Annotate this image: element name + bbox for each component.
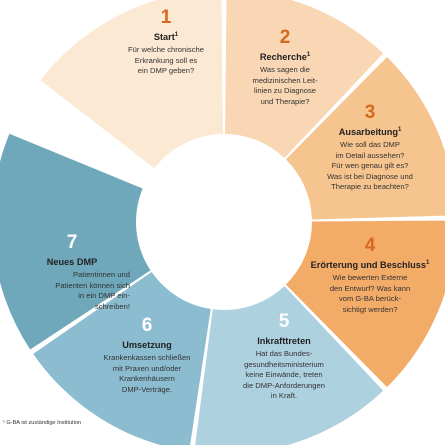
step-title: Ausarbeitung1: [338, 126, 402, 137]
step-7: 7 Neues DMP Patientinnen und Patienten k…: [8, 233, 136, 312]
step-title: Inkrafttreten: [257, 336, 311, 346]
segment-inkrafttreten: [195, 285, 384, 445]
step-title: Start1: [153, 31, 179, 42]
step-title: Recherche1: [259, 51, 311, 62]
step-title: Neues DMP: [46, 257, 98, 267]
segment-umsetzung: [33, 272, 211, 445]
step-description: Wie bewerten Externe den Entwurf? Was ka…: [329, 273, 411, 314]
segment-ausarbeitung: [285, 56, 445, 220]
step-4: 4 Erörterung und Beschluss1 Wie bewerten…: [297, 236, 443, 315]
segment-recherche: [224, 0, 384, 159]
step-description: Für welche chronische Erkrankung soll es…: [128, 45, 204, 76]
step-2: 2 Recherche1 Was sagen die medizinischen…: [227, 28, 343, 107]
footnote: ¹ G-BA ist zuständige Institution: [3, 420, 82, 426]
step-3: 3 Ausarbeitung1 Wie soll das DMP im Deta…: [304, 103, 436, 193]
step-description: Wie soll das DMP im Detail aussehen? Für…: [327, 140, 413, 192]
step-title: Erörterung und Beschluss1: [310, 259, 430, 270]
segment-neues-dmp: [0, 133, 151, 350]
step-5: 5 Inkrafttreten Hat das Bundes- gesundhe…: [225, 312, 343, 402]
step-number: 5: [278, 311, 290, 332]
segment-eroerterung: [285, 220, 445, 388]
step-description: Hat das Bundes- gesundheitsministerium k…: [243, 349, 325, 401]
step-title: Umsetzung: [122, 340, 172, 350]
step-1: 1 Start1 Für welche chronische Erkrankun…: [108, 8, 224, 77]
segment-start: [40, 0, 224, 169]
step-number: 3: [364, 102, 376, 123]
step-number: 6: [141, 315, 153, 336]
step-description: Was sagen die medizinischen Leit- linien…: [252, 65, 318, 106]
step-number: 4: [364, 235, 376, 256]
step-number: 1: [160, 7, 172, 28]
step-number: 7: [66, 232, 78, 253]
step-description: Patientinnen und Patienten können sich i…: [55, 270, 130, 311]
step-6: 6 Umsetzung Krankenkassen schließen mit …: [88, 316, 206, 395]
step-description: Krankenkassen schließen mit Praxen und/o…: [103, 353, 191, 394]
step-number: 2: [279, 27, 291, 48]
